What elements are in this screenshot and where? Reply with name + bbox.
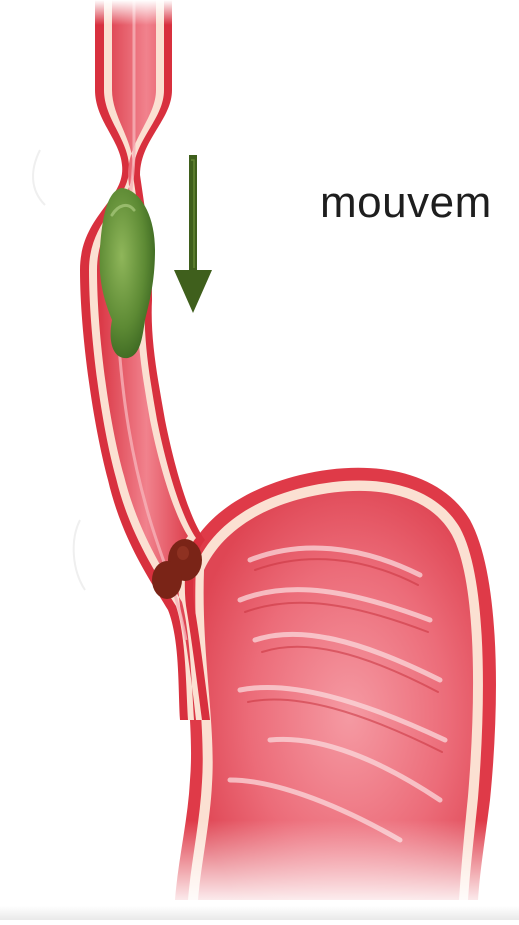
esophagus <box>80 0 210 720</box>
down-arrow-icon <box>174 155 212 313</box>
ghost-outline <box>33 150 85 590</box>
bottom-strip <box>0 906 519 920</box>
movement-caption: mouvem <box>320 178 492 228</box>
